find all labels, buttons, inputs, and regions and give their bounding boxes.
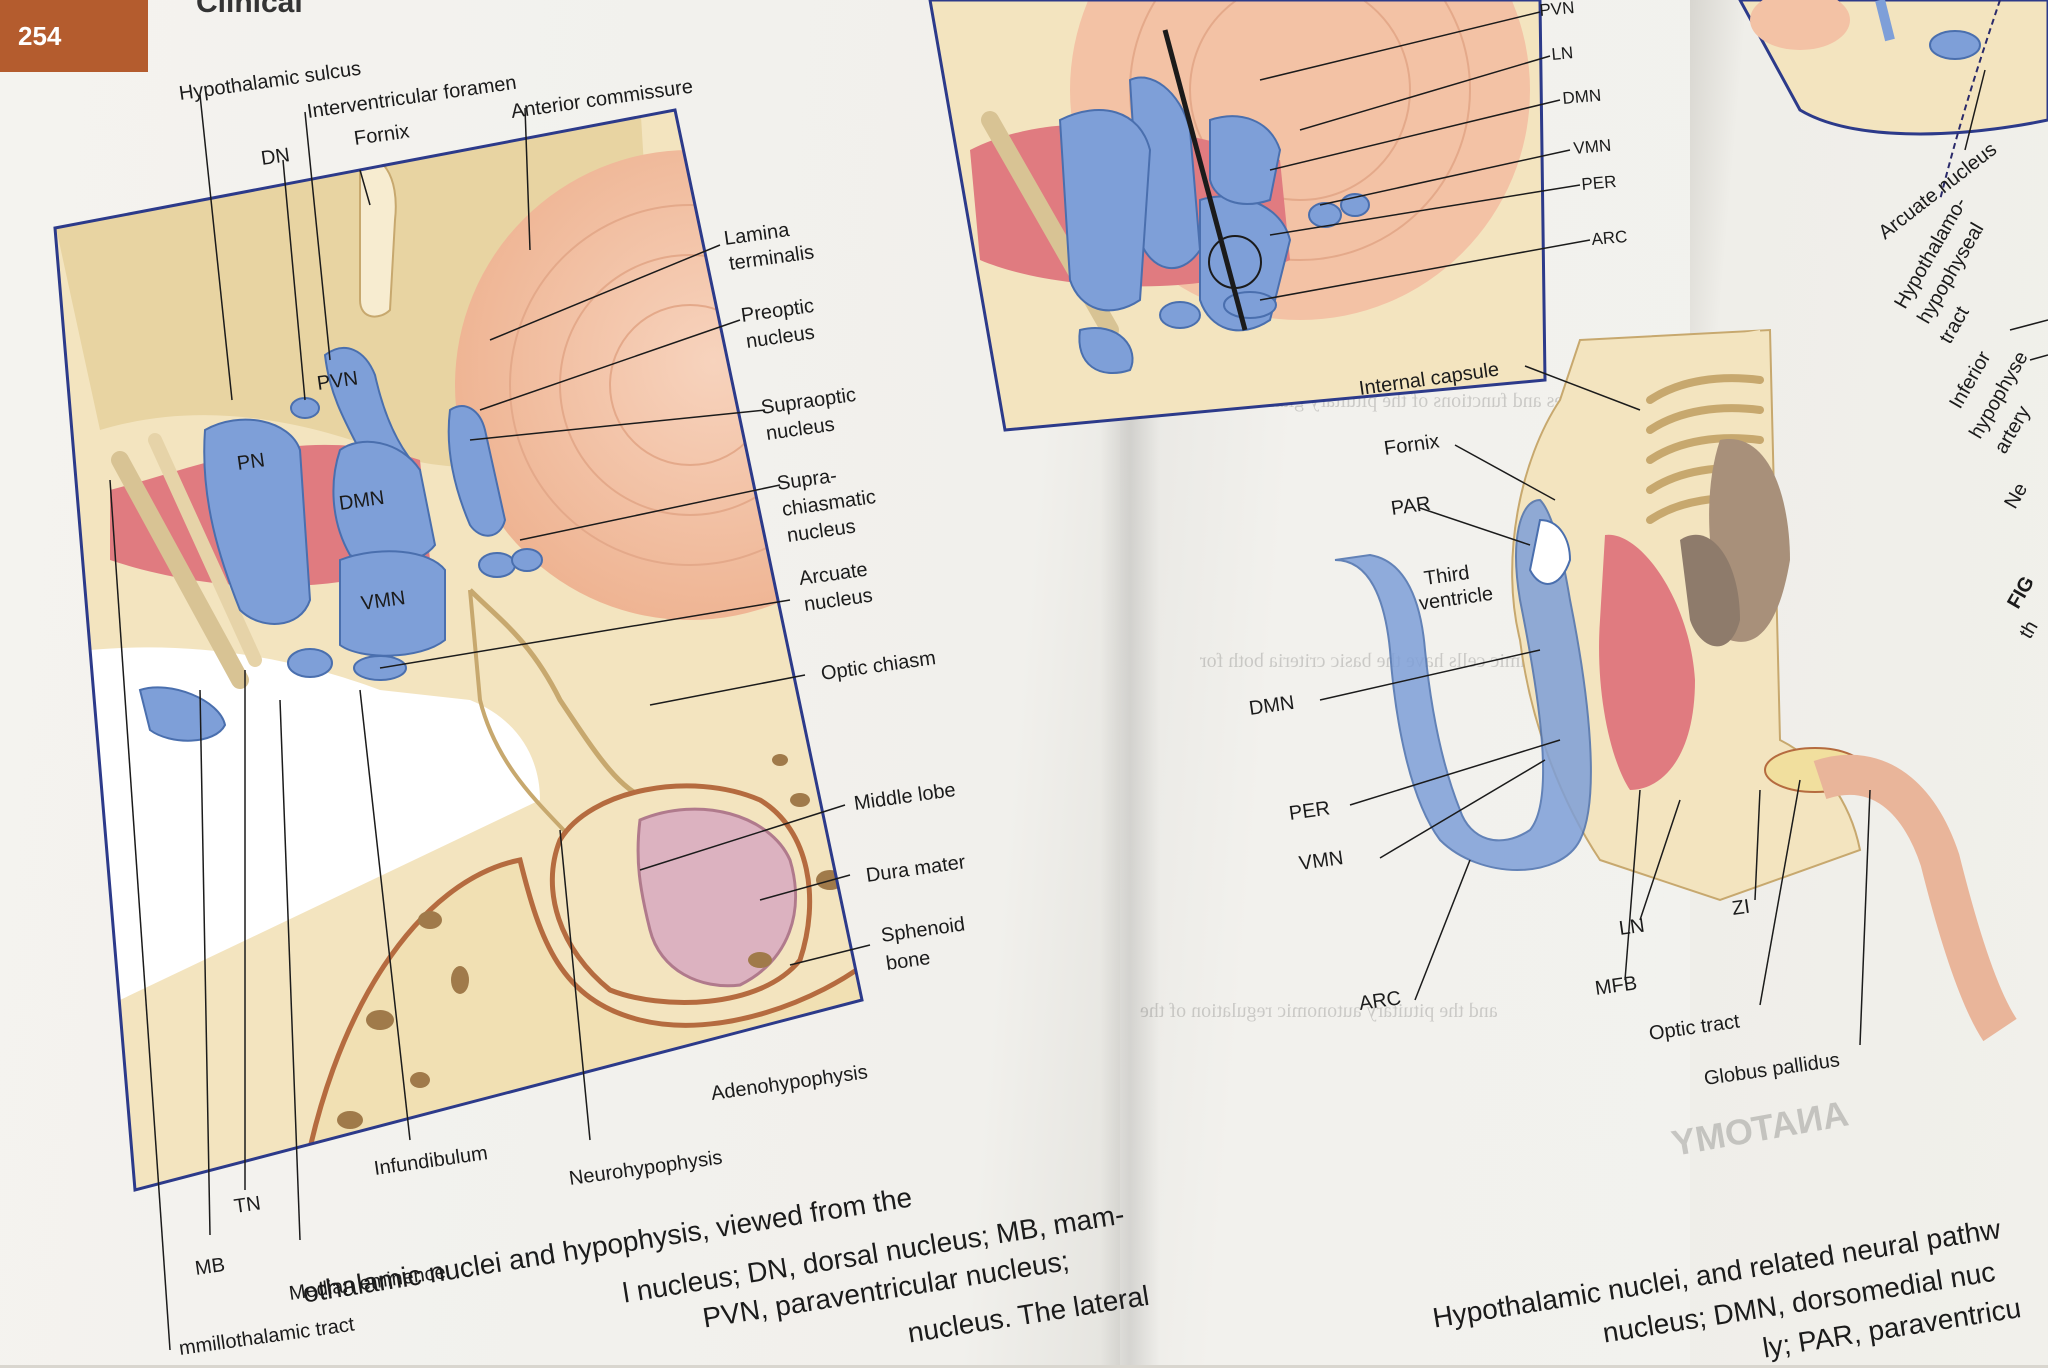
- label-rb-ln: LN: [1618, 915, 1646, 940]
- label-tn: TN: [233, 1192, 262, 1217]
- label-suprachiasmatic-1: Supra-: [776, 465, 839, 495]
- label-pn: PN: [236, 449, 267, 475]
- label-infundibulum: Infundibulum: [373, 1142, 489, 1180]
- label-optic-chiasm: Optic chiasm: [820, 647, 938, 685]
- label-rb-zi: ZI: [1731, 896, 1752, 920]
- section-plane-line: [1162, 29, 1248, 331]
- label-sphenoid-1: Sphenoid: [880, 913, 967, 947]
- page-number: 254: [18, 20, 62, 51]
- label-rt-ln: LN: [1551, 43, 1574, 64]
- label-fr-ne: Ne: [2000, 479, 2032, 512]
- pn-nucleus: [203, 418, 312, 625]
- label-rt-pvn: PVN: [1539, 0, 1575, 20]
- right-bottom-figure: [1334, 328, 2017, 1042]
- mb-nucleus: [138, 686, 227, 742]
- label-rb-arc: ARC: [1358, 987, 1403, 1015]
- label-arcuate-2: nucleus: [803, 585, 874, 616]
- vmn-nucleus: [339, 550, 446, 657]
- supraoptic-nucleus: [447, 405, 507, 537]
- right-top-figure: [930, 0, 1545, 430]
- label-rb-fornix: Fornix: [1383, 430, 1441, 460]
- label-supraoptic-1: Supraoptic: [760, 384, 858, 419]
- label-fornix: Fornix: [353, 120, 411, 150]
- label-dn: DN: [260, 144, 292, 170]
- label-middle-lobe: Middle lobe: [853, 779, 957, 815]
- suprachiasmatic-nucleus: [511, 548, 543, 572]
- label-adenohypophysis: Adenohypophysis: [710, 1061, 869, 1105]
- running-head: Clinical: [196, 0, 303, 19]
- label-rb-vmn: VMN: [1298, 847, 1345, 875]
- label-sphenoid-2: bone: [885, 947, 932, 975]
- bleed-heading: ANATOMY: [1668, 1093, 1851, 1164]
- label-rb-dmn: DMN: [1248, 692, 1296, 720]
- label-rt-dmn: DMN: [1562, 86, 1602, 108]
- mfb-region: [1599, 534, 1695, 790]
- left-figure-frame: [53, 108, 864, 1192]
- label-rt-arc: ARC: [1591, 227, 1628, 249]
- suprachiasmatic-nucleus: [478, 552, 516, 578]
- label-mb: MB: [194, 1254, 227, 1280]
- label-rb-globus-pallidus: Globus pallidus: [1703, 1049, 1841, 1090]
- dn-nucleus: [290, 397, 320, 419]
- label-neurohypophysis: Neurohypophysis: [568, 1147, 724, 1190]
- label-preoptic-2: nucleus: [745, 322, 816, 353]
- arcuate-nucleus: [287, 648, 333, 678]
- label-fr-th: th: [2015, 617, 2042, 642]
- label-fr-fig: FIG: [2003, 573, 2039, 613]
- label-rt-vmn: VMN: [1573, 136, 1612, 158]
- right-top-frame: [928, 0, 1547, 432]
- label-rb-mfb: MFB: [1594, 972, 1639, 1000]
- page-number-tab: 254: [0, 0, 148, 72]
- label-mammillothalamic-tract: mmillothalamic tract: [178, 1314, 356, 1360]
- far-right-figure: [1738, 0, 2048, 201]
- label-dura-mater: Dura mater: [865, 851, 967, 887]
- label-suprachiasmatic-3: nucleus: [786, 516, 857, 547]
- label-rt-per: PER: [1581, 172, 1617, 194]
- label-rb-optic-tract: Optic tract: [1648, 1010, 1742, 1045]
- label-supraoptic-2: nucleus: [765, 414, 836, 445]
- label-arcuate-1: Arcuate: [798, 559, 869, 590]
- adenohypophysis-shape: [636, 807, 798, 988]
- label-rb-per: PER: [1288, 797, 1332, 825]
- label-rb-par: PAR: [1390, 493, 1432, 520]
